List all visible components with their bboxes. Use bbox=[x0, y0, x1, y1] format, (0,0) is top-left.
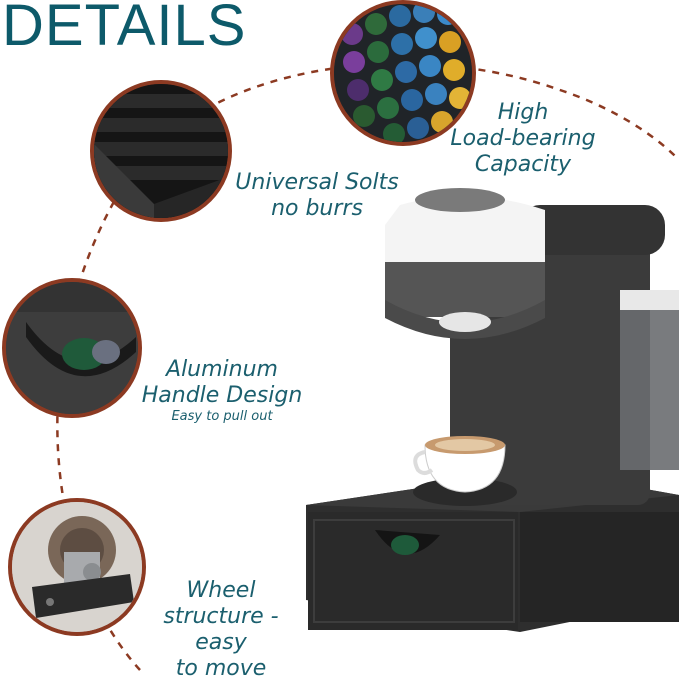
handle-closeup bbox=[2, 278, 142, 418]
wheel-closeup bbox=[8, 498, 146, 636]
capsule-rack-closeup bbox=[330, 0, 476, 146]
feature-handle-text: Aluminum Handle Design Easy to pull out bbox=[141, 357, 303, 424]
feature-wheel-text: Wheel structure - easy to move bbox=[163, 578, 279, 681]
page-title: DETAILS bbox=[2, 0, 247, 58]
feature-slots-text: Universal Solts no burrs bbox=[235, 170, 399, 221]
slots-closeup bbox=[90, 80, 232, 222]
feature-capacity-text: High Load-bearing Capacity bbox=[450, 100, 596, 177]
